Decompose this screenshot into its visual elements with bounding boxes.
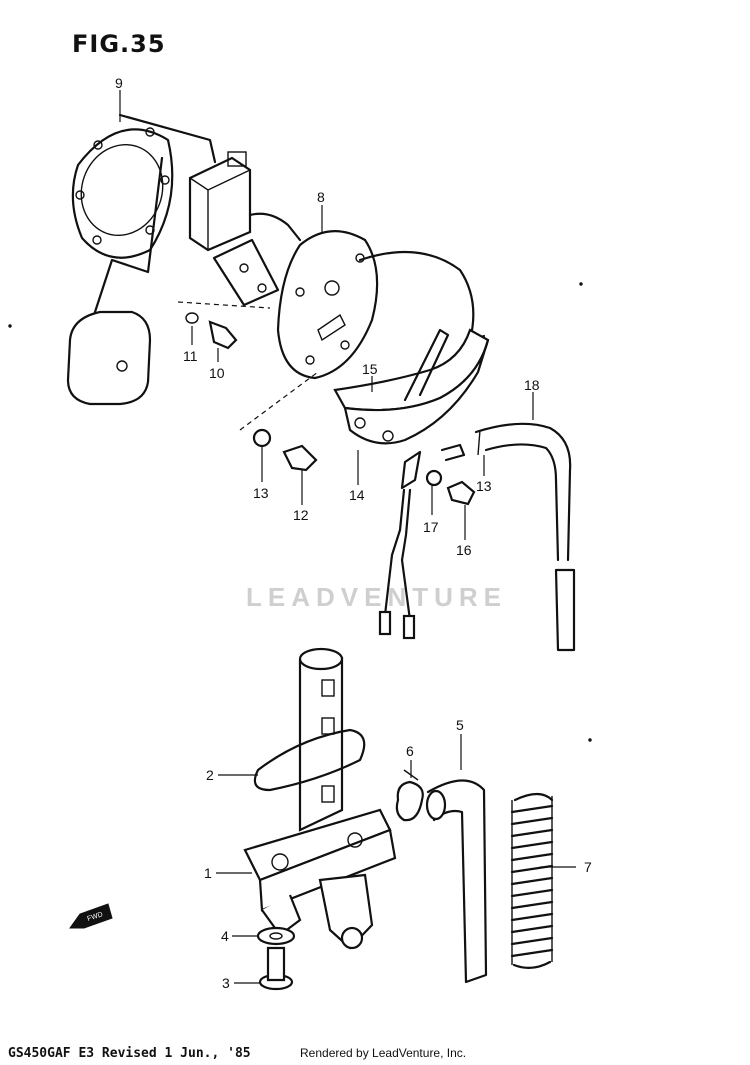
callout-3: 3 (222, 975, 230, 991)
hose-clip-part (395, 769, 424, 822)
callout-4: 4 (221, 928, 229, 944)
callout-8: 8 (317, 189, 325, 205)
rendered-by-text: Rendered by LeadVenture, Inc. (300, 1046, 467, 1060)
model-revision-text: GS450GAF E3 Revised 1 Jun., '85 (8, 1046, 251, 1061)
callout-15: 15 (362, 361, 378, 377)
washer-17-part (425, 469, 443, 487)
callout-12: 12 (293, 507, 309, 523)
guard-cover-part (333, 250, 490, 462)
callout-13b: 13 (476, 478, 492, 494)
float-arm-part (93, 113, 217, 314)
svg-text:FWD: FWD (86, 911, 103, 923)
bolt-12-part (282, 444, 318, 472)
spring-part (510, 792, 554, 969)
sender-unit-part (188, 151, 302, 307)
screw-16-part (446, 480, 476, 506)
callout-7: 7 (584, 859, 592, 875)
callout-2: 2 (206, 767, 214, 783)
bolt-3-part (258, 946, 294, 991)
washer-11-part (185, 312, 199, 324)
callout-6: 6 (406, 743, 414, 759)
callout-14: 14 (349, 487, 365, 503)
float-part (66, 310, 152, 406)
fuel-cock-part (243, 647, 397, 950)
callout-16: 16 (456, 542, 472, 558)
callout-13a: 13 (253, 485, 269, 501)
fuel-hose-part (425, 779, 488, 984)
watermark-text: LEADVENTURE (246, 582, 508, 612)
o-ring-2-part (253, 728, 366, 792)
callout-11: 11 (183, 348, 198, 364)
callout-1: 1 (204, 865, 212, 881)
callout-10: 10 (209, 365, 225, 381)
callout-5: 5 (456, 717, 464, 733)
sender-plate-part (276, 230, 379, 380)
figure-title: FIG.35 (72, 30, 166, 58)
breather-hose-part (474, 422, 576, 652)
fwd-arrow-icon: FWD (69, 903, 113, 929)
callout-17: 17 (423, 519, 439, 535)
screw-10-part (208, 320, 238, 350)
washer-13-part (252, 428, 272, 448)
wire-harness-part (378, 450, 422, 640)
washer-4-part (256, 926, 296, 946)
callout-18: 18 (524, 377, 540, 393)
gasket-ring-part (71, 127, 174, 259)
callout-9: 9 (115, 75, 123, 91)
